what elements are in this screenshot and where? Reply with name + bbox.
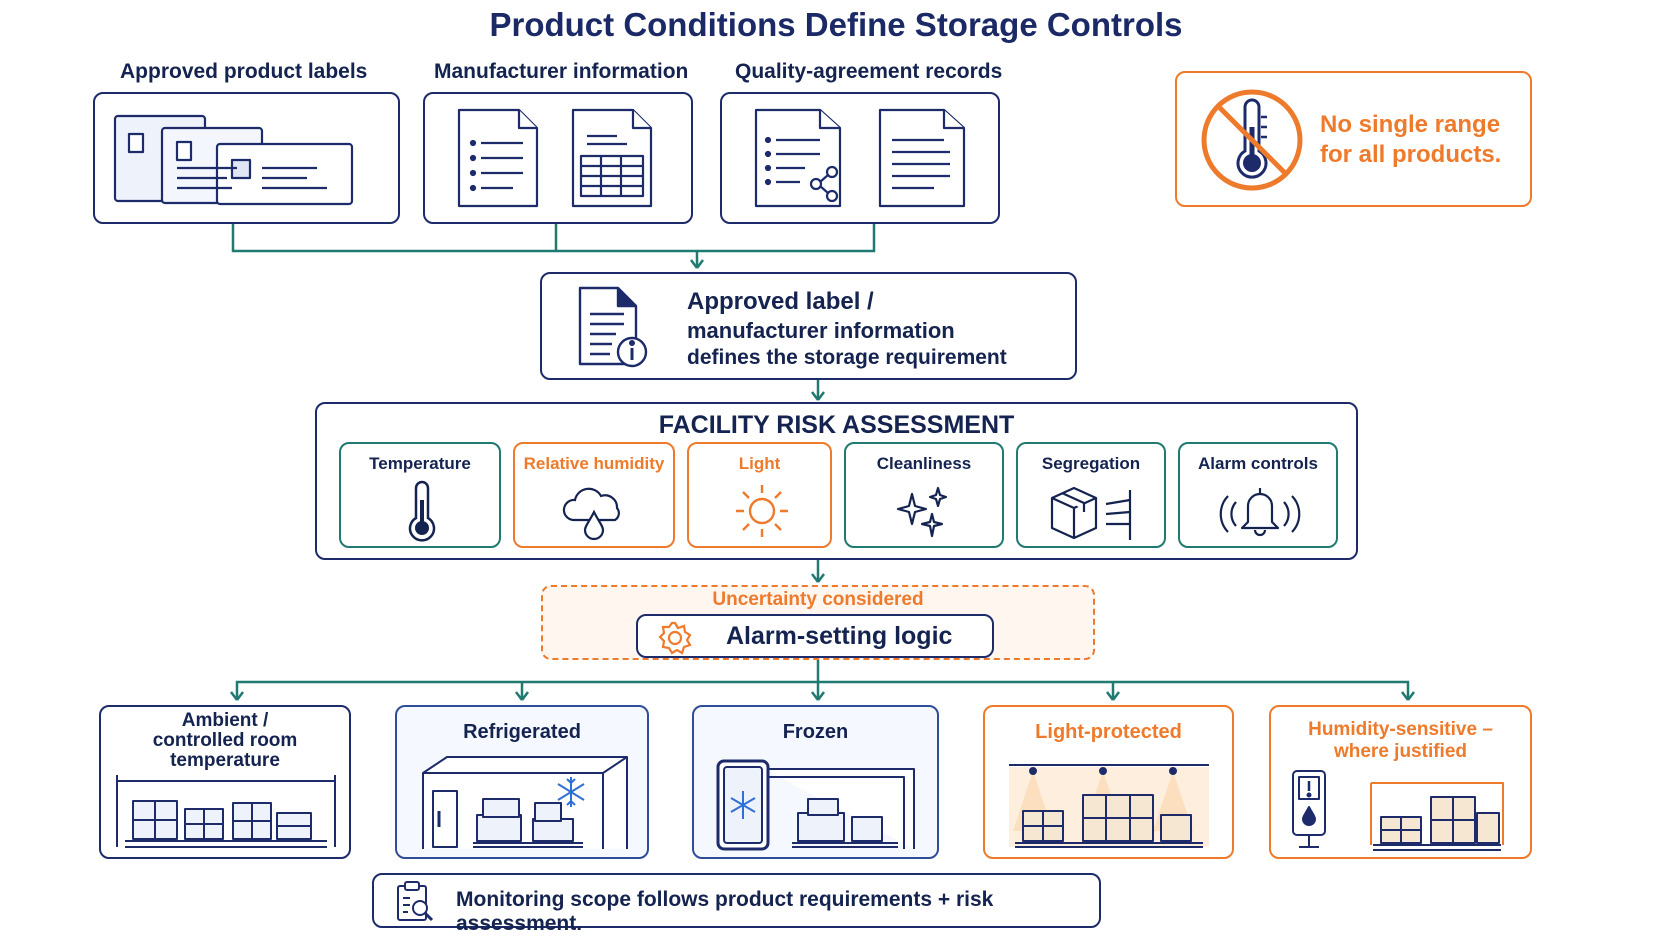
- footer-box: Monitoring scope follows product require…: [372, 873, 1101, 935]
- factor-segregation: Segregation: [1016, 442, 1166, 548]
- page-title: Product Conditions Define Storage Contro…: [489, 6, 1183, 43]
- definition-line-1: Approved label /: [687, 288, 874, 315]
- source-label-approved-product-labels: Approved product labels: [120, 60, 368, 83]
- warning-line-1: No single range: [1320, 111, 1501, 138]
- factor-label: Relative humidity: [523, 454, 665, 473]
- storage-label-2: controlled room: [152, 730, 298, 751]
- definition-box: Approved label / manufacturer informatio…: [540, 272, 1077, 380]
- source-box-quality-agreement-records: [720, 92, 1000, 224]
- alarm-bell-icon: [1219, 488, 1301, 537]
- source-label-quality-agreement-records: Quality-agreement records: [735, 60, 1003, 83]
- factor-label: Segregation: [1041, 454, 1141, 473]
- light-protected-storage-icon: [1009, 764, 1209, 848]
- document-list-icon: [457, 108, 653, 208]
- factor-relative-humidity: Relative humidity: [513, 442, 675, 548]
- shared-records-icon: [754, 108, 966, 208]
- definition-line-2: manufacturer information: [687, 318, 955, 343]
- storage-label-1: Humidity-sensitive –: [1308, 719, 1493, 740]
- factor-label: Temperature: [369, 454, 471, 473]
- factor-label: Cleanliness: [876, 454, 972, 473]
- source-box-manufacturer-information: [423, 92, 693, 224]
- storage-label-1: Ambient /: [181, 710, 269, 731]
- factor-light: Light: [687, 442, 832, 548]
- alarm-logic-label: Alarm-setting logic: [726, 622, 953, 650]
- freezer-icon: [716, 759, 915, 851]
- source-box-approved-product-labels: [93, 92, 400, 224]
- storage-label-1: Frozen: [782, 721, 849, 743]
- factor-temperature: Temperature: [339, 442, 501, 548]
- storage-label-2: where justified: [1333, 741, 1468, 762]
- box-barrier-icon: [1050, 486, 1132, 540]
- warning-box: No single range for all products.: [1175, 71, 1532, 207]
- factor-cleanliness: Cleanliness: [844, 442, 1004, 548]
- no-thermometer-icon: [1201, 89, 1303, 191]
- ambient-shelf-icon: [116, 775, 336, 848]
- risk-assessment-title: FACILITY RISK ASSESSMENT: [658, 411, 1015, 439]
- storage-label-1: Refrigerated: [463, 721, 581, 743]
- storage-refrigerated: Refrigerated: [395, 705, 649, 859]
- factor-label: Alarm controls: [1198, 454, 1318, 473]
- source-label-manufacturer-information: Manufacturer information: [434, 60, 689, 83]
- footer-text: Monitoring scope follows product require…: [456, 888, 994, 935]
- definition-line-3: defines the storage requirement: [687, 346, 1007, 369]
- humidity-monitor-icon: [1292, 770, 1504, 851]
- label-cards-icon: [113, 114, 354, 206]
- uncertainty-label: Uncertainty considered: [712, 589, 924, 610]
- gear-icon: [658, 621, 692, 655]
- cloud-droplet-icon: [562, 487, 620, 541]
- sun-icon: [736, 485, 788, 537]
- refrigerated-room-icon: [422, 756, 628, 849]
- clipboard-search-icon: [397, 881, 434, 922]
- storage-ambient: Ambient / controlled room temperature: [99, 705, 351, 859]
- storage-label-1: Light-protected: [1035, 721, 1182, 743]
- alarm-setting-logic: Alarm-setting logic: [636, 614, 994, 658]
- sparkles-icon: [896, 486, 948, 538]
- thermometer-icon: [408, 480, 436, 542]
- storage-light-protected: Light-protected: [983, 705, 1234, 859]
- factor-label: Light: [738, 454, 781, 473]
- factor-alarm-controls: Alarm controls: [1178, 442, 1338, 548]
- warning-line-2: for all products.: [1320, 141, 1502, 168]
- storage-label-3: temperature: [170, 750, 280, 771]
- document-info-icon: [578, 286, 648, 368]
- risk-assessment-panel: FACILITY RISK ASSESSMENT Temperature Rel…: [315, 402, 1358, 560]
- storage-humidity-sensitive: Humidity-sensitive – where justified: [1269, 705, 1532, 859]
- storage-frozen: Frozen: [692, 705, 939, 859]
